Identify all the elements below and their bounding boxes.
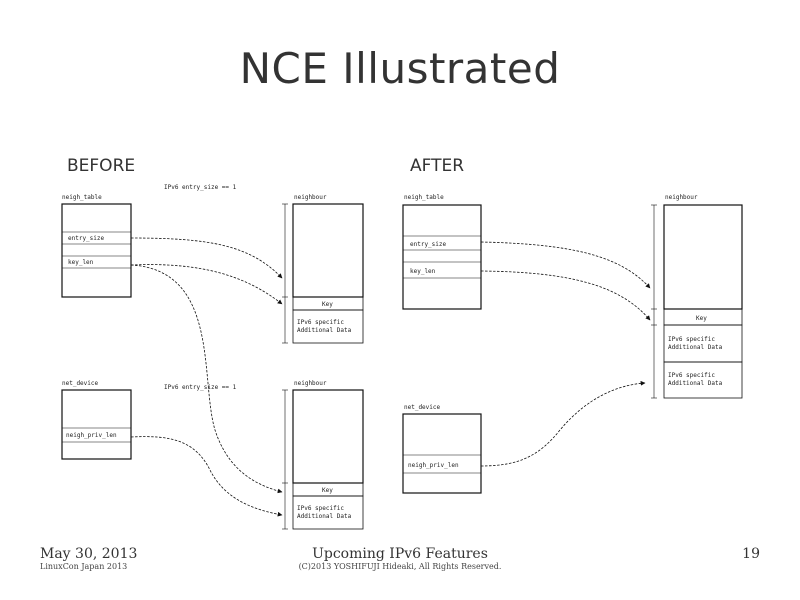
footer-copyright: (C)2013 YOSHIFUJI Hideaki, All Rights Re… xyxy=(298,562,502,571)
before-neigh-entry-size: entry_size xyxy=(68,235,105,242)
before-neighbour-bottom-extra-1: IPv6 specific xyxy=(297,505,344,512)
after-arrow-priv-len xyxy=(480,380,646,467)
slide-title: NCE Illustrated xyxy=(239,44,561,93)
before-neigh-priv-len: neigh_priv_len xyxy=(66,432,117,439)
after-neigh-table-box xyxy=(402,204,482,310)
before-neighbour-top-box xyxy=(292,203,364,298)
before-neighbour-top-key: Key xyxy=(322,301,333,308)
before-neighbour-bottom-name: neighbour xyxy=(294,380,327,387)
before-net-device-box xyxy=(61,389,132,460)
before-net-device-name: net_device xyxy=(62,380,99,387)
footer-center: Upcoming IPv6 Features (C)2013 YOSHIFUJI… xyxy=(250,546,550,571)
footer-event: LinuxCon Japan 2013 xyxy=(40,562,128,571)
footer-left: May 30, 2013 LinuxCon Japan 2013 xyxy=(40,546,137,571)
after-neighbour-extra2-2: Additional Data xyxy=(668,380,723,387)
after-neighbour-extra1-2: Additional Data xyxy=(668,344,723,351)
after-arrow-entry-size xyxy=(480,241,651,289)
before-label: BEFORE xyxy=(67,156,136,176)
after-neighbour-extra1-1: IPv6 specific xyxy=(668,336,715,343)
footer-date: May 30, 2013 xyxy=(40,546,138,562)
before-neighbour-bottom-box xyxy=(292,389,364,484)
after-neighbour-box xyxy=(663,204,743,310)
before-arrow-priv-len xyxy=(130,436,283,517)
after-neigh-table-name: neigh_table xyxy=(404,194,444,201)
before-neighbour-top-name: neighbour xyxy=(294,194,327,201)
before-neighbour-top-extra-2: Additional Data xyxy=(297,327,352,334)
after-neigh-priv-len: neigh_priv_len xyxy=(408,462,459,469)
before-arrow-key-len-top xyxy=(130,264,283,305)
after-neighbour-key: Key xyxy=(696,315,707,322)
before-neighbour-top-extra-1: IPv6 specific xyxy=(297,319,344,326)
before-neighbour-bottom-key: Key xyxy=(322,487,333,494)
before-size-label-bottom: IPv6 entry_size == 1 xyxy=(164,384,237,391)
before-neigh-key-len: key_len xyxy=(68,259,94,266)
after-arrow-key-len xyxy=(480,270,651,321)
after-net-device-box xyxy=(402,413,482,494)
before-neighbour-bottom-extra-2: Additional Data xyxy=(297,513,352,520)
before-neigh-table-name: neigh_table xyxy=(62,194,102,201)
footer-talk-title: Upcoming IPv6 Features xyxy=(312,546,488,562)
after-net-device-name: net_device xyxy=(404,404,441,411)
page-number: 19 xyxy=(742,546,760,562)
before-arrow-key-len-bottom xyxy=(130,264,283,494)
after-neigh-entry-size: entry_size xyxy=(410,241,447,248)
after-label: AFTER xyxy=(410,156,465,176)
before-size-label-top: IPv6 entry_size == 1 xyxy=(164,184,237,191)
before-neigh-table-box xyxy=(61,203,132,298)
before-arrow-entry-size xyxy=(130,237,283,279)
after-neigh-key-len: key_len xyxy=(410,268,436,275)
after-neighbour-name: neighbour xyxy=(665,194,698,201)
after-neighbour-extra2-1: IPv6 specific xyxy=(668,372,715,379)
